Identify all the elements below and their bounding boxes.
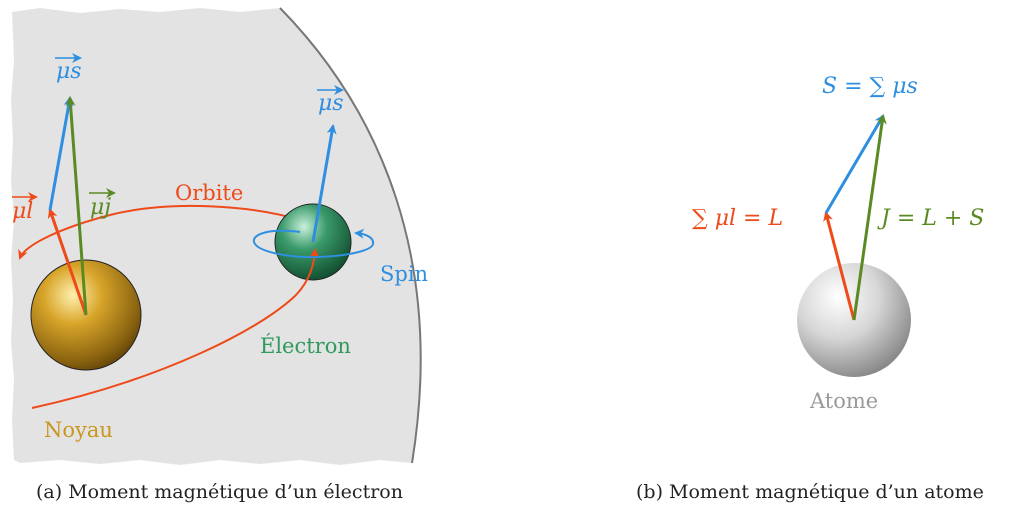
spin-rotation-arrow (252, 228, 375, 259)
caption-a: (a) Moment magnétique d’un électron (36, 481, 403, 503)
label-spin: Spin (380, 262, 428, 286)
magnetic-moment-diagram: μs μs μl μj Orbite Spin Électron Noyau S… (11, 7, 984, 465)
label-J-equation: J = L + S (877, 206, 984, 231)
label-L-equation: ∑ μl = L (692, 206, 783, 231)
orbit-path-front (31, 248, 320, 409)
mu-s-vector (48, 96, 74, 211)
panel-b: S = ∑ μs ∑ μl = L J = L + S Atome (692, 74, 984, 413)
region-boundary-arc (279, 7, 422, 464)
label-nucleus: Noyau (44, 418, 113, 442)
caption-b: (b) Moment magnétique d’un atome (636, 481, 984, 503)
label-electron: Électron (260, 334, 351, 358)
S-vector (824, 114, 885, 214)
mu-j-vector (65, 96, 88, 316)
label-orbit: Orbite (175, 181, 243, 205)
mu-l-vector (47, 208, 88, 316)
L-vector (823, 211, 856, 321)
label-mu-s-top: μs (56, 59, 82, 84)
label-atom: Atome (809, 389, 878, 413)
label-mu-l: μl (12, 199, 33, 224)
panel-a: μs μs μl μj Orbite Spin Électron Noyau (11, 7, 428, 465)
electron-spin-vector (311, 124, 337, 243)
label-mu-s-electron: μs (318, 91, 344, 116)
label-mu-j: μj (90, 195, 111, 220)
J-vector (852, 114, 887, 321)
label-S-equation: S = ∑ μs (822, 74, 918, 99)
orbit-path (18, 204, 301, 260)
